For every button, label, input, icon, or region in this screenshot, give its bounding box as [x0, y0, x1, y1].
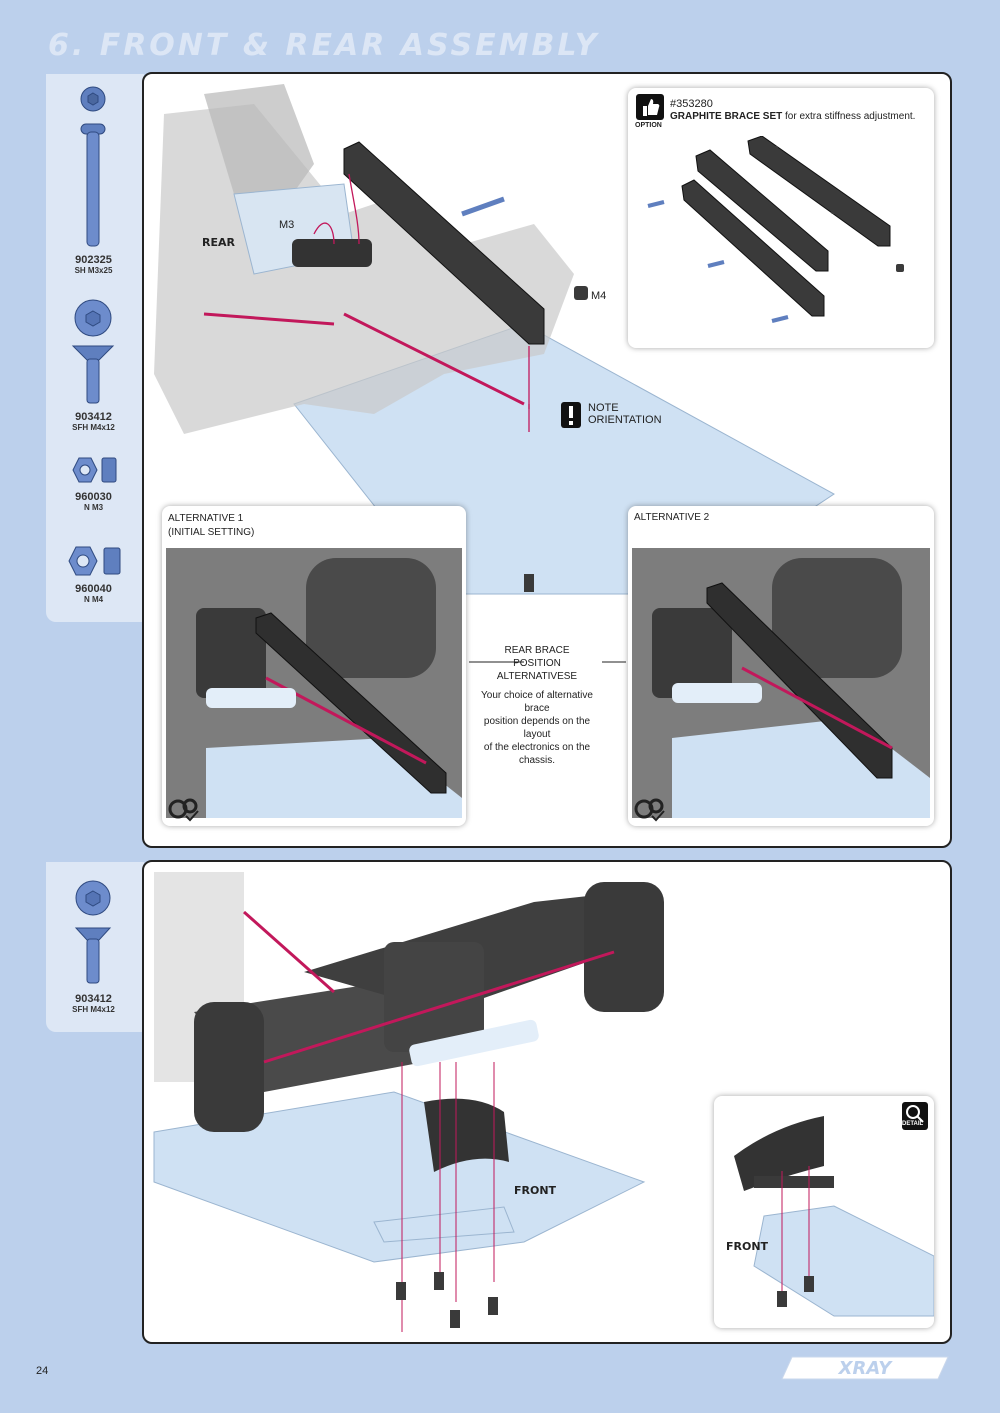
- part-code: 902325: [75, 254, 112, 266]
- note-line-1: NOTE: [588, 402, 619, 414]
- brace-heading-2: POSITION ALTERNATIVESE: [496, 658, 578, 682]
- part-desc: SFH M4x12: [72, 423, 115, 432]
- brace-body-2: position depends on the layout: [483, 716, 591, 740]
- part-desc: N M3: [83, 503, 104, 512]
- rear-label: REAR: [202, 236, 235, 249]
- part-desc: SH M3x25: [74, 266, 113, 275]
- thumbs-up-icon: [636, 94, 664, 120]
- alt2-title: ALTERNATIVE 2: [634, 512, 710, 523]
- screw-sh-icon: [80, 86, 106, 247]
- m3-label: M3: [279, 219, 295, 231]
- detail-box: DETAIL FRONT: [714, 1096, 934, 1328]
- alt1-title: ALTERNATIVE 1 (INITIAL SETTING): [168, 512, 254, 540]
- nut-m4-icon: [68, 546, 121, 576]
- part-code: 903412: [75, 411, 112, 423]
- screw-sfh-icon: [71, 299, 115, 404]
- page-title: 6. FRONT & REAR ASSEMBLY: [48, 28, 600, 63]
- alt1-line-1: ALTERNATIVE 1: [168, 513, 244, 524]
- part-code: 960040: [75, 583, 112, 595]
- part-903412: 903412 SFH M4x12: [46, 878, 141, 1014]
- gear-check-icon: [634, 798, 665, 822]
- rear-assembly-panel: REAR M3 M4 NOTE ORIENTATION OPTION #3532…: [142, 72, 952, 848]
- option-desc: for extra stiffness adjustment.: [782, 111, 916, 122]
- parts-sidebar-top: 902325 SH M3x25 903412 SFH M4x12 960030 …: [46, 74, 144, 622]
- alternative-2-illustration: [632, 548, 930, 818]
- screw-sfh-icon: [74, 880, 112, 984]
- detail-front-label: FRONT: [726, 1240, 769, 1253]
- m4-label: M4: [591, 290, 607, 302]
- nut-m3-icon: [72, 457, 117, 483]
- detail-zoom-icon: [902, 1102, 928, 1130]
- graphite-brace-set-illustration: [647, 136, 904, 323]
- front-label: FRONT: [514, 1184, 557, 1197]
- option-description: GRAPHITE BRACE SET for extra stiffness a…: [670, 111, 915, 122]
- brand-text: XRAY: [838, 1358, 894, 1379]
- alternative-2-box: ALTERNATIVE 2: [628, 506, 934, 826]
- part-desc: SFH M4x12: [72, 1005, 115, 1014]
- note-line-2: ORIENTATION: [588, 414, 662, 426]
- brace-heading-1: REAR BRACE: [504, 645, 570, 656]
- brace-body-3: of the electronics on the chassis.: [483, 742, 591, 766]
- alternative-1-illustration: [166, 548, 462, 818]
- alt1-line-2: (INITIAL SETTING): [168, 527, 255, 538]
- front-assembly-panel: FRONT DETAIL FRONT: [142, 860, 952, 1344]
- option-part-number: #353280: [670, 98, 713, 110]
- note-orientation: NOTE ORIENTATION: [588, 402, 662, 426]
- part-902325: 902325 SH M3x25: [46, 84, 141, 275]
- part-960040: 960040 N M4: [46, 544, 141, 604]
- xray-logo: XRAY: [780, 1355, 950, 1381]
- alternative-1-box: ALTERNATIVE 1 (INITIAL SETTING): [162, 506, 466, 826]
- detail-illustration: [734, 1116, 934, 1317]
- parts-sidebar-bottom: 903412 SFH M4x12: [46, 862, 144, 1032]
- option-name: GRAPHITE BRACE SET: [670, 111, 783, 122]
- part-code: 903412: [75, 993, 112, 1005]
- option-badge: OPTION: [635, 122, 662, 129]
- option-box: OPTION #353280 GRAPHITE BRACE SET for ex…: [628, 88, 934, 348]
- part-903412: 903412 SFH M4x12: [46, 296, 141, 432]
- front-assembly-illustration: [153, 872, 664, 1332]
- rear-brace-note: REAR BRACE POSITION ALTERNATIVESE Your c…: [472, 644, 602, 767]
- part-desc: N M4: [83, 595, 104, 604]
- brace-body-1: Your choice of alternative brace: [481, 690, 593, 714]
- gear-check-icon: [168, 798, 199, 822]
- part-code: 960030: [75, 491, 112, 503]
- detail-badge: DETAIL: [902, 1121, 924, 1127]
- part-960030: 960030 N M3: [46, 454, 141, 512]
- page-number: 24: [36, 1365, 49, 1377]
